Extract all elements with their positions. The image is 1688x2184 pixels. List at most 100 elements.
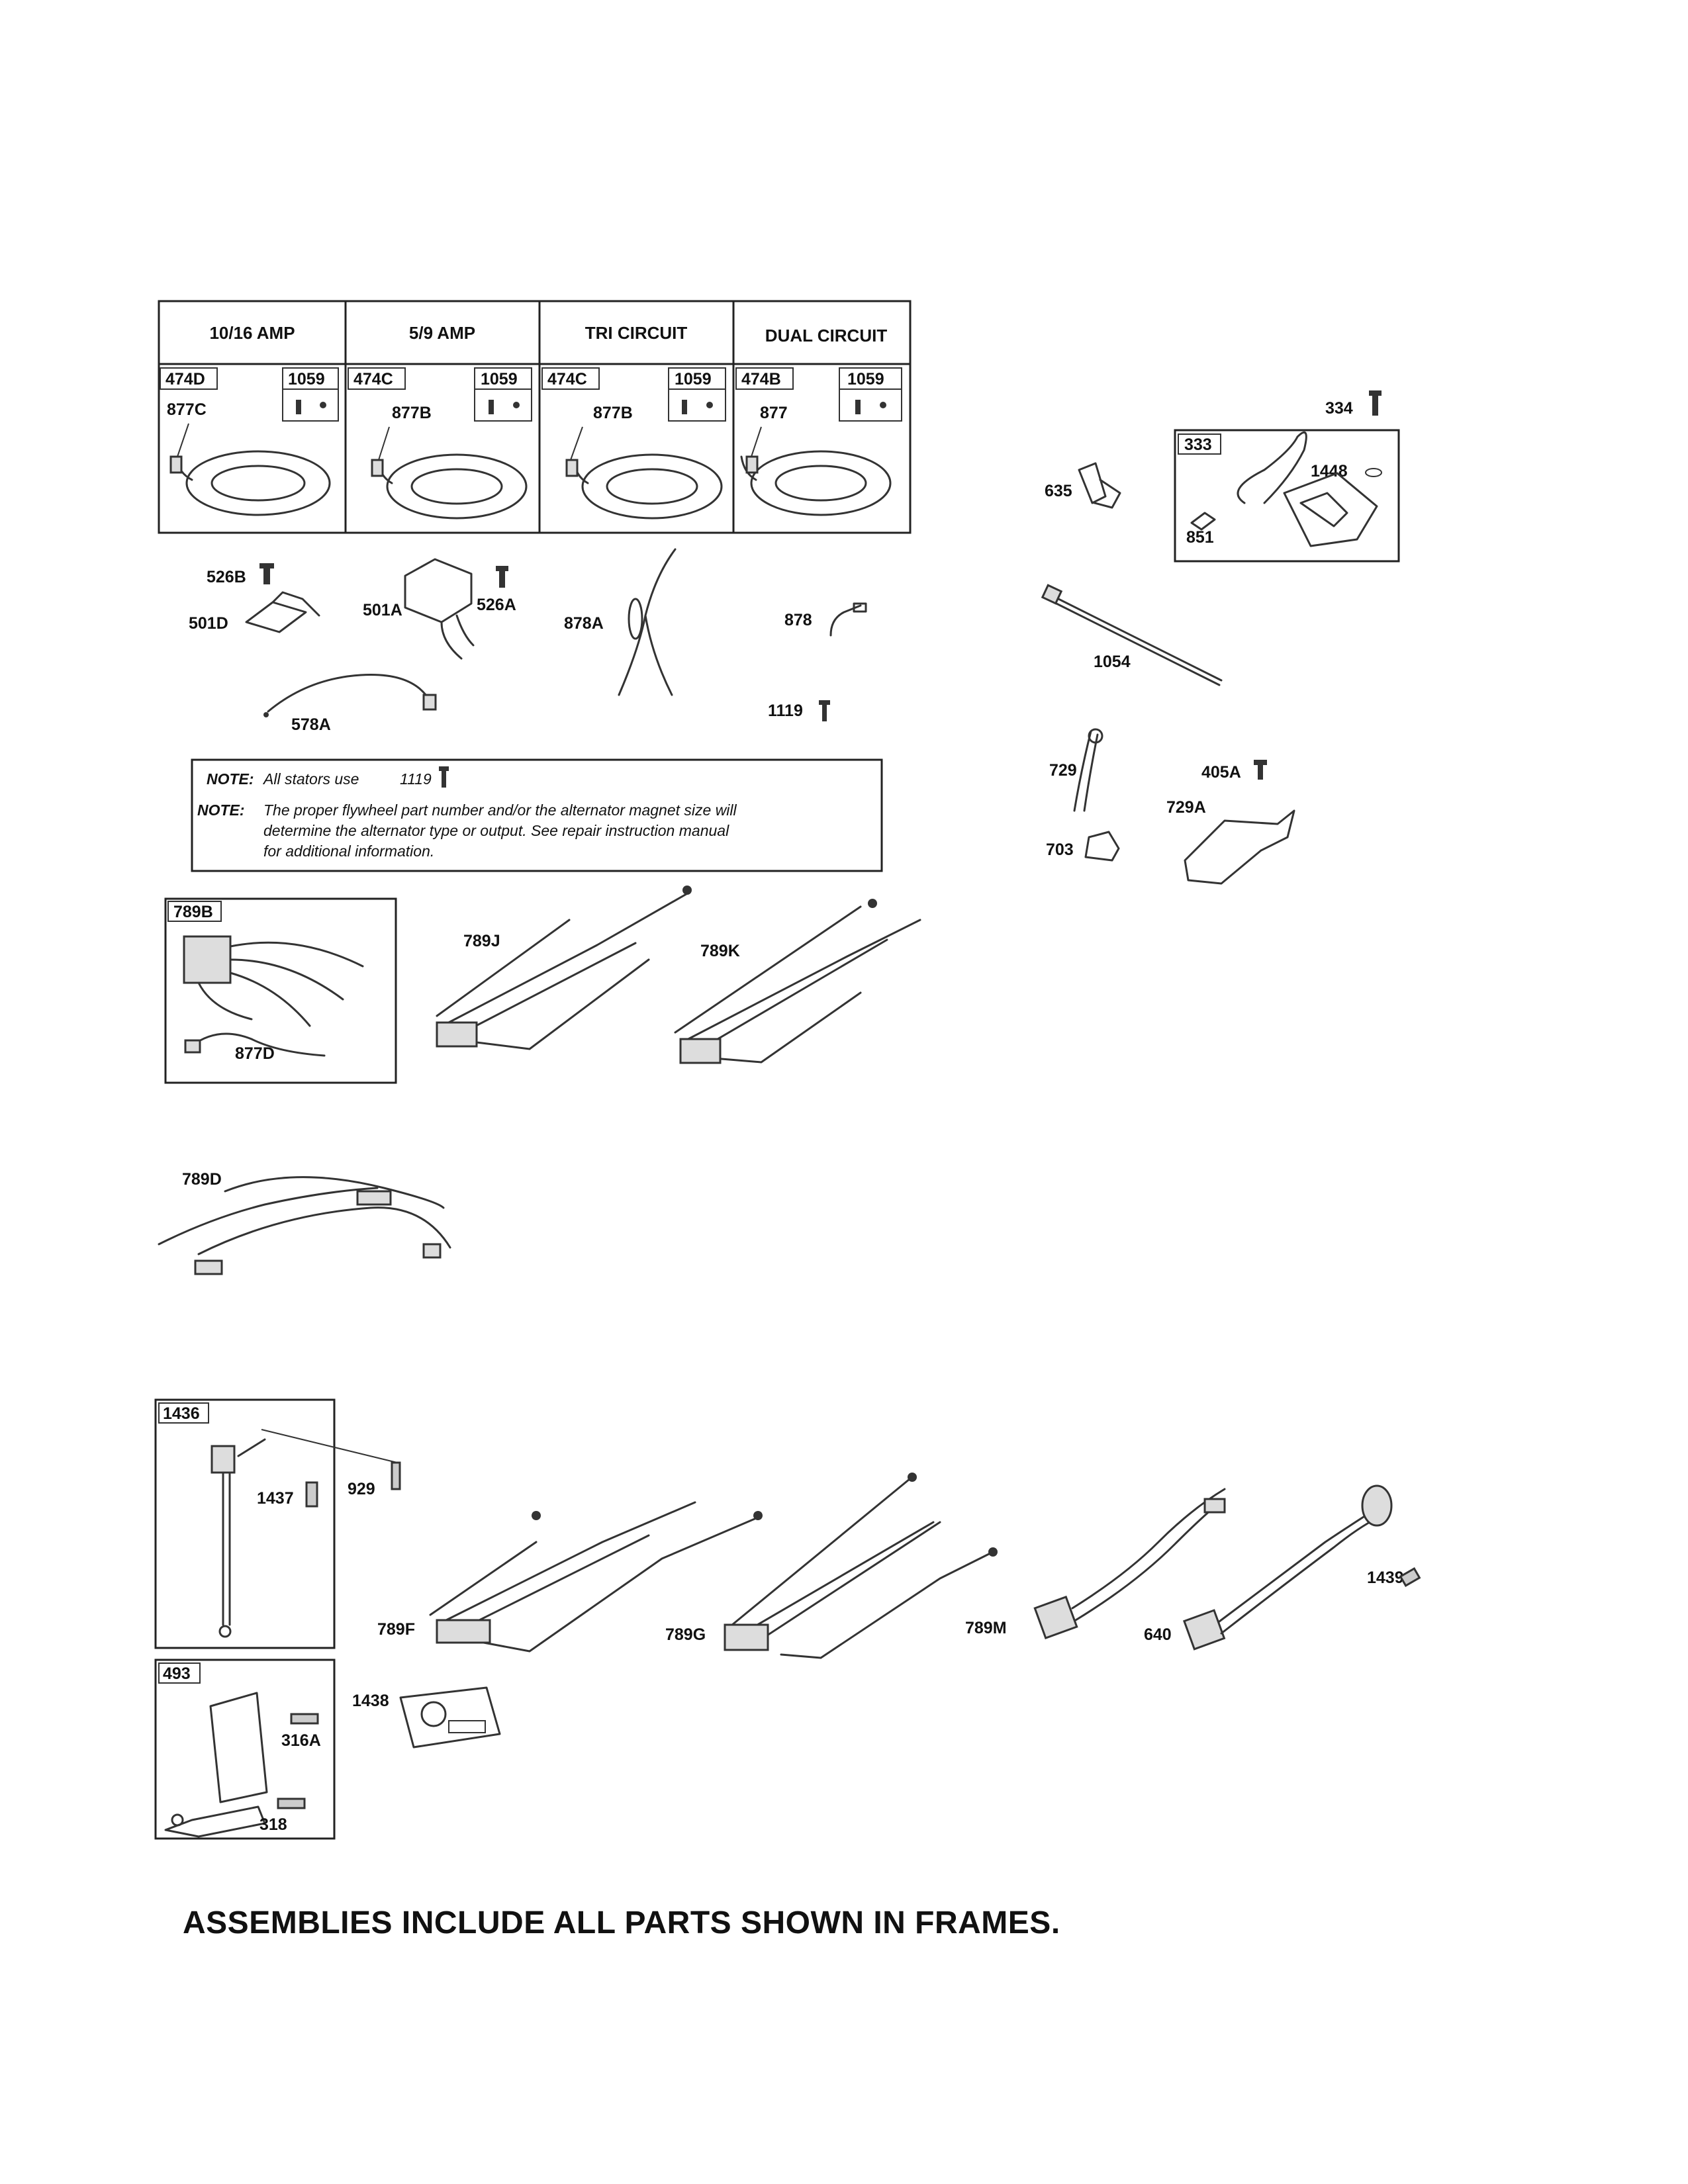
part-1054[interactable]: 1054: [1041, 584, 1223, 686]
svg-text:929: 929: [348, 1480, 375, 1498]
part-789G[interactable]: 789G: [665, 1473, 998, 1659]
screw-icon: [855, 400, 886, 414]
svg-text:501A: 501A: [363, 601, 402, 619]
part-640[interactable]: 640: [1144, 1484, 1393, 1651]
part-789K[interactable]: 789K: [674, 899, 921, 1064]
stator-coil-icon: [371, 453, 528, 520]
part-929[interactable]: 929: [261, 1429, 401, 1498]
stator-label: 474B: [741, 370, 781, 388]
screw-icon: [259, 563, 274, 584]
part-501A[interactable]: 501A: [363, 558, 475, 660]
svg-text:877D: 877D: [235, 1044, 275, 1063]
svg-text:determine the alternator type: determine the alternator type or output.…: [263, 822, 729, 839]
screw-icon: [439, 766, 449, 788]
part-729[interactable]: 729: [1049, 728, 1103, 812]
assembly-frame-333[interactable]: 333 1448 851: [1174, 429, 1400, 563]
svg-text:640: 640: [1144, 1625, 1172, 1644]
stator-column-dual-circuit[interactable]: DUAL CIRCUIT 474B 1059 877: [735, 326, 902, 516]
svg-text:878: 878: [784, 611, 812, 629]
part-405A[interactable]: 405A: [1201, 760, 1267, 782]
part-878A[interactable]: 878A: [564, 548, 677, 696]
part-878[interactable]: 878: [784, 602, 867, 637]
svg-text:The proper flywheel part numbe: The proper flywheel part number and/or t…: [263, 801, 737, 819]
regulator-icon: [245, 591, 320, 633]
wire-harness-icon: [429, 1501, 763, 1653]
svg-text:NOTE:: NOTE:: [197, 801, 245, 819]
screw-icon: [489, 400, 520, 414]
screw-icon: [682, 400, 713, 414]
part-703[interactable]: 703: [1046, 831, 1120, 862]
part-526B[interactable]: 526B: [207, 563, 274, 586]
svg-text:All stators use: All stators use: [262, 770, 359, 788]
ground-plate-icon: [1184, 809, 1295, 885]
svg-text:729: 729: [1049, 761, 1077, 780]
svg-text:1119: 1119: [400, 770, 432, 788]
wire-label: 877: [760, 404, 788, 422]
note-box: NOTE: All stators use 1119 NOTE: The pro…: [191, 758, 883, 872]
stator-coil-icon: [740, 450, 892, 516]
part-729A[interactable]: 729A: [1166, 798, 1295, 885]
wire-label: 877B: [392, 404, 432, 422]
wire-label: 877B: [593, 404, 633, 422]
screw-icon: [290, 1713, 319, 1725]
screw-icon: [1399, 1567, 1421, 1587]
svg-text:635: 635: [1045, 482, 1072, 500]
svg-text:789D: 789D: [182, 1170, 222, 1189]
assembly-frame-789B[interactable]: 789B 877D: [164, 897, 397, 1084]
stator-label: 474C: [353, 370, 393, 388]
svg-text:1437: 1437: [257, 1489, 294, 1508]
part-501D[interactable]: 501D: [189, 591, 320, 633]
terminal-icon: [829, 602, 867, 637]
part-789F[interactable]: 789F: [377, 1501, 763, 1653]
screw-icon: [296, 400, 326, 414]
stator-column-5-9-amp[interactable]: 5/9 AMP 474C 1059 877B: [348, 323, 532, 520]
connector-harness-icon: [1183, 1484, 1393, 1651]
screw-label: 1059: [847, 370, 884, 388]
stator-table: [158, 300, 912, 534]
part-526A[interactable]: 526A: [477, 566, 516, 614]
wire-harness-icon: [436, 886, 692, 1050]
wire-icon: [263, 674, 437, 717]
ground-wire-icon: [1073, 728, 1103, 812]
stator-label: 474C: [547, 370, 587, 388]
stator-coil-icon: [565, 453, 723, 520]
column-header: TRI CIRCUIT: [585, 323, 688, 343]
part-789J[interactable]: 789J: [436, 886, 692, 1050]
wire-label: 877C: [167, 400, 207, 419]
stator-label: 474D: [165, 370, 205, 388]
svg-text:318: 318: [259, 1815, 287, 1834]
svg-text:405A: 405A: [1201, 763, 1241, 782]
screw-icon: [496, 566, 508, 588]
screw-label: 1059: [288, 370, 325, 388]
svg-text:729A: 729A: [1166, 798, 1206, 817]
part-334[interactable]: 334: [1325, 390, 1382, 418]
assembly-frame-1436[interactable]: 1436 1437: [154, 1398, 336, 1649]
screw-label: 1059: [481, 370, 518, 388]
svg-text:1119: 1119: [768, 702, 803, 720]
svg-text:703: 703: [1046, 841, 1074, 859]
svg-text:316A: 316A: [281, 1731, 321, 1750]
part-1438[interactable]: 1438: [352, 1686, 501, 1749]
hour-meter-icon: [399, 1686, 501, 1749]
ignition-coil-icon: [1237, 431, 1378, 547]
part-789M[interactable]: 789M: [965, 1488, 1226, 1640]
wire-harness-icon: [674, 899, 921, 1064]
part-1439[interactable]: 1439: [1367, 1567, 1421, 1587]
cable-tie-icon: [1041, 584, 1223, 686]
part-635[interactable]: 635: [1045, 462, 1121, 509]
washer-icon: [1365, 468, 1382, 477]
wire-harness-icon: [618, 548, 677, 696]
svg-text:789G: 789G: [665, 1625, 706, 1644]
svg-text:1436: 1436: [163, 1404, 200, 1423]
assemblies-footer-note: ASSEMBLIES INCLUDE ALL PARTS SHOWN IN FR…: [183, 1905, 1060, 1940]
svg-text:493: 493: [163, 1664, 191, 1683]
part-578A[interactable]: 578A: [263, 674, 437, 735]
assembly-frame-493[interactable]: 493 316A 318: [154, 1659, 336, 1840]
stator-column-tri-circuit[interactable]: TRI CIRCUIT 474C 1059 877B: [541, 323, 726, 520]
pigtail-icon: [184, 1032, 326, 1057]
part-789D[interactable]: 789D: [158, 1170, 451, 1275]
column-header: 10/16 AMP: [209, 323, 295, 343]
stator-column-10-16-amp[interactable]: 10/16 AMP 474D 1059 877C: [160, 323, 339, 516]
svg-text:878A: 878A: [564, 614, 604, 633]
part-1119[interactable]: 1119: [768, 700, 830, 721]
